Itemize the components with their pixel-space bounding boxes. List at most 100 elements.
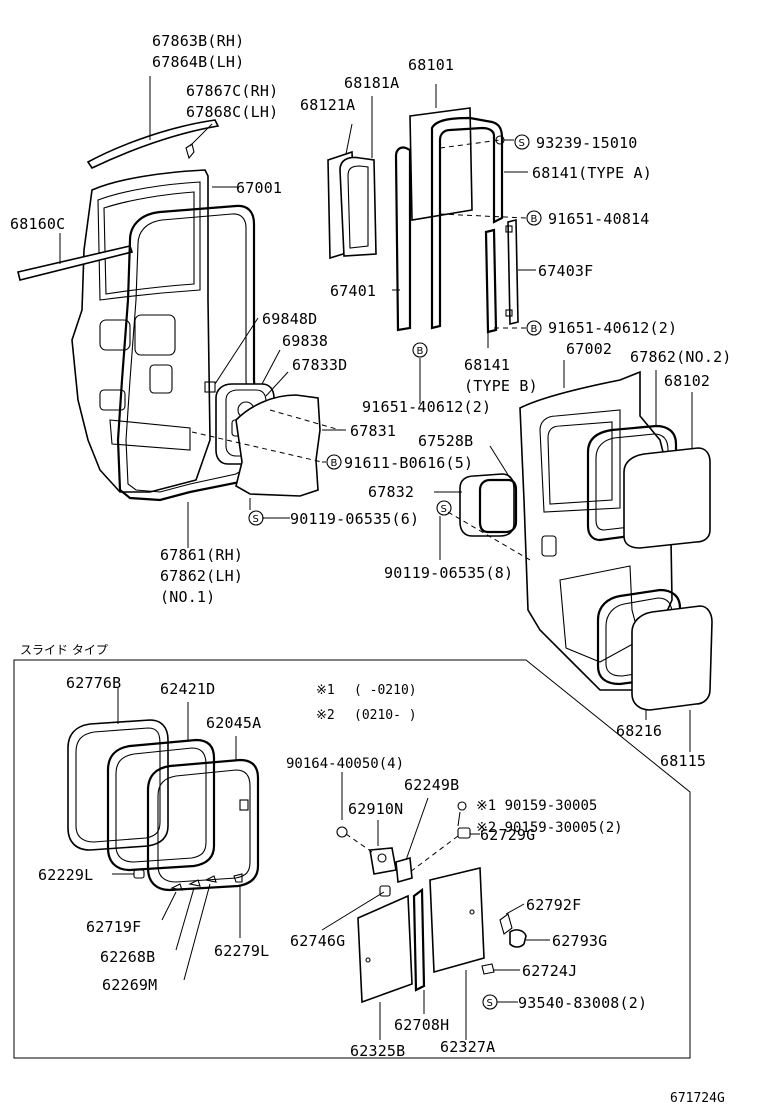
bolt-symbol (526, 210, 542, 226)
svg-text:B: B (417, 346, 424, 357)
label-62045a: 62045A (206, 714, 261, 732)
label-68115: 68115 (660, 752, 706, 770)
label-no1: (NO.1) (160, 588, 215, 606)
note-1-text: ( -0210) (354, 683, 417, 698)
label-67867c: 67867C(RH) (186, 82, 278, 100)
label-62325b: 62325B (350, 1042, 405, 1060)
label-91651-612b: 91651-40612(2) (362, 398, 491, 416)
rear-quarter-glass (631, 605, 713, 711)
label-69848d: 69848D (262, 310, 317, 328)
label-91651-814: 91651-40814 (548, 210, 650, 228)
svg-text:S: S (519, 138, 525, 149)
label-90159b: ※2 90159-30005(2) (476, 820, 623, 836)
slide-lock-plate (499, 913, 513, 935)
svg-text:B: B (531, 324, 538, 335)
label-68181a: 68181A (344, 74, 399, 92)
slide-channel (412, 887, 426, 992)
label-90164: 90164-40050(4) (286, 756, 404, 772)
label-62269m: 62269M (102, 976, 157, 994)
label-68141b: 68141 (464, 356, 510, 374)
label-67401: 67401 (330, 282, 376, 300)
label-67833d: 67833D (292, 356, 347, 374)
label-62421d: 62421D (160, 680, 215, 698)
label-67863b: 67863B(RH) (152, 32, 244, 50)
screw-symbol (436, 500, 452, 516)
svg-text:S: S (487, 998, 493, 1009)
front-door-group (17, 76, 346, 548)
slide-glass-front (357, 894, 413, 1004)
bolt-symbol (326, 454, 342, 470)
label-67528b: 67528B (418, 432, 473, 450)
label-slide-type: スライド タイプ (20, 643, 108, 657)
label-62249b: 62249B (404, 776, 459, 794)
label-68101: 68101 (408, 56, 454, 74)
door-trim-board (235, 394, 321, 497)
label-68216: 68216 (616, 722, 662, 740)
svg-text:S: S (253, 514, 259, 525)
slide-type-section (13, 659, 691, 1059)
label-67831: 67831 (350, 422, 396, 440)
label-90119a: 90119-06535(6) (290, 510, 419, 528)
label-67403f: 67403F (538, 262, 593, 280)
screw-symbol (248, 510, 264, 526)
side-moulding (17, 245, 134, 281)
label-90119b: 90119-06535(8) (384, 564, 513, 582)
note-1-mark: ※1 (316, 683, 335, 698)
front-door-panel (71, 169, 211, 493)
slide-window-glass (67, 719, 169, 851)
division-bar (507, 218, 519, 326)
side-window-weatherstrip (586, 424, 678, 542)
label-62776b: 62776B (66, 674, 121, 692)
label-68141b-type: (TYPE B) (464, 377, 538, 395)
glass-run-type-a (430, 116, 504, 330)
note-2-text: (0210- ) (354, 708, 417, 723)
label-68102: 68102 (664, 372, 710, 390)
label-62793g: 62793G (552, 932, 607, 950)
drawing-id: 671724G (670, 1091, 725, 1106)
label-67868c: 67868C(LH) (186, 103, 278, 121)
label-62910n: 62910N (348, 800, 403, 818)
slide-handle-frame (478, 478, 518, 534)
slide-lock-knob (509, 929, 527, 948)
lock-knob (204, 381, 216, 393)
slide-window-frame (146, 758, 260, 892)
slide-window-channel (106, 738, 216, 872)
label-91651-612a: 91651-40612(2) (548, 319, 677, 337)
slide-handle-bezel (459, 473, 515, 537)
latch-bracket (369, 847, 397, 875)
label-62229l: 62229L (38, 866, 93, 884)
label-67861: 67861(RH) (160, 546, 243, 564)
label-68121a: 68121A (300, 96, 355, 114)
side-panel (519, 370, 673, 691)
label-69838: 69838 (282, 332, 328, 350)
label-62746g: 62746G (290, 932, 345, 950)
glass-run-type-b (484, 228, 498, 334)
label-67002: 67002 (566, 340, 612, 358)
door-weatherstrip (116, 204, 264, 502)
side-panel-group (434, 360, 713, 752)
svg-text:B: B (531, 214, 538, 225)
label-91611: 91611-B0616(5) (344, 454, 473, 472)
label-62719f: 62719F (86, 918, 141, 936)
label-62268b: 62268B (100, 948, 155, 966)
label-67864b: 67864B(LH) (152, 53, 244, 71)
slide-type-frame (13, 659, 691, 1059)
side-window-glass (623, 447, 711, 549)
label-93239: 93239-15010 (536, 134, 638, 152)
note-2-mark: ※2 (316, 708, 335, 723)
label-62279l: 62279L (214, 942, 269, 960)
slide-glass-rear (429, 866, 485, 974)
bolt-symbol (526, 320, 542, 336)
label-68141a: 68141(TYPE A) (532, 164, 652, 182)
drip-moulding (86, 119, 220, 170)
bolt-symbol (412, 342, 428, 358)
label-67862-lh: 67862(LH) (160, 567, 243, 585)
svg-text:S: S (441, 504, 447, 515)
label-62729g: 62729G (480, 826, 535, 844)
label-62708h: 62708H (394, 1016, 449, 1034)
label-62792f: 62792F (526, 896, 581, 914)
slide-stopper (379, 885, 391, 897)
label-68160c: 68160C (10, 215, 65, 233)
label-67832: 67832 (368, 483, 414, 501)
